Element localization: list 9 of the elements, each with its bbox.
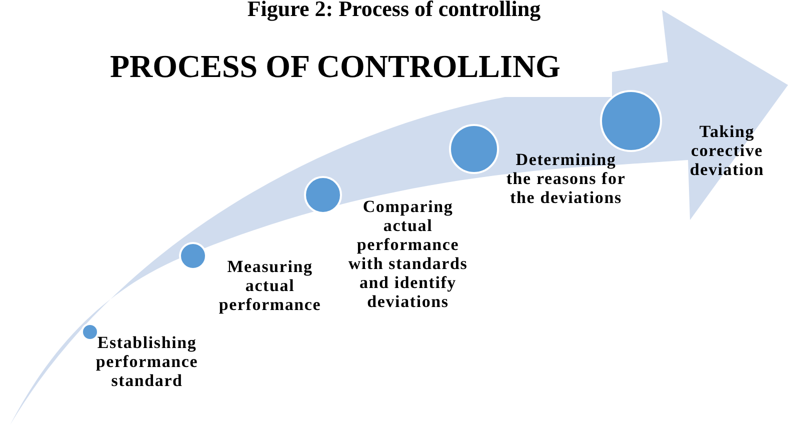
step-label: Establishing performance standard [94, 333, 200, 390]
step-label: Comparing actual performance with standards and identify deviations [347, 197, 469, 311]
figure-caption: Figure 2: Process of controlling [246, 0, 542, 22]
diagram-title: PROCESS OF CONTROLLING [110, 48, 560, 85]
step-label: Determining the reasons for the deviations [505, 150, 627, 207]
step-circle [179, 242, 207, 270]
step-circle [81, 323, 99, 341]
step-label: Measuring actual performance [218, 257, 322, 314]
step-label: Taking corective deviation [688, 122, 766, 179]
